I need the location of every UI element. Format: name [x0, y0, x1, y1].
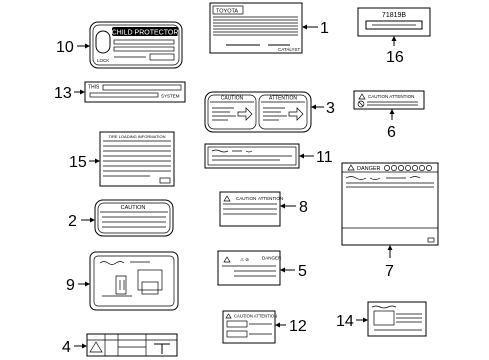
- part-number-1: 1: [320, 20, 329, 37]
- label-3-caution-text: CAUTION: [221, 96, 244, 102]
- part-number-11: 11: [316, 149, 333, 166]
- label-5-danger-text: DANGER: [262, 256, 282, 261]
- label-9-pictogram: [89, 251, 179, 311]
- part-number-2: 2: [68, 213, 77, 230]
- part-number-10: 10: [56, 39, 74, 56]
- label-1-toyota-text: TOYOTA: [216, 9, 238, 15]
- label-13-system-text: SYSTEM: [161, 94, 180, 99]
- label-8-caution-attention: CAUTION ATTENTION: [219, 191, 283, 227]
- label-13-this-system: THIS SYSTEM: [84, 81, 186, 103]
- label-16-71819b: 71819B: [357, 7, 431, 37]
- part-number-3: 3: [326, 100, 335, 117]
- part-number-5: 5: [298, 263, 307, 280]
- part-number-16: 16: [386, 49, 404, 66]
- label-2-caution: CAUTION: [94, 199, 174, 237]
- label-4: [86, 333, 178, 357]
- part-number-12: 12: [289, 318, 307, 335]
- label-13-this-text: THIS: [88, 85, 100, 91]
- label-8-attention-text: ATTENTION: [258, 196, 283, 201]
- part-number-13: 13: [54, 85, 72, 102]
- part-number-9: 9: [66, 277, 75, 294]
- label-1-catalyst-text: CATALYST: [278, 47, 301, 52]
- part-number-6: 6: [387, 124, 396, 141]
- label-7-danger: DANGER: [341, 162, 439, 246]
- label-15-title: TIRE LOADING INFORMATION: [108, 134, 165, 139]
- label-11: [204, 143, 300, 169]
- label-5-danger: ⚠ ⊘ DANGER: [217, 250, 282, 286]
- label-15-tire-loading: TIRE LOADING INFORMATION: [99, 131, 175, 187]
- label-14: [367, 301, 427, 337]
- part-number-14: 14: [336, 313, 354, 330]
- label-6-caution-attention: CAUTION ATTENTION: [353, 90, 425, 110]
- label-12-text: CAUTION ATTENTION: [234, 314, 277, 319]
- label-12-caution-attention: CAUTION ATTENTION: [222, 310, 277, 344]
- part-number-7: 7: [385, 263, 394, 280]
- label-10-child-protector: CHILD PROTECTOR LOCK: [89, 21, 183, 69]
- label-10-lock-text: LOCK: [97, 58, 109, 63]
- label-3-attention-text: ATTENTION: [269, 96, 297, 102]
- part-number-15: 15: [69, 154, 87, 171]
- label-8-caution-text: CAUTION: [236, 196, 256, 201]
- label-5-icons: ⚠ ⊘: [240, 257, 249, 262]
- label-1-catalyst: TOYOTA CATALYST: [209, 2, 303, 54]
- part-number-4: 4: [62, 339, 71, 356]
- label-10-title: CHILD PROTECTOR: [112, 30, 179, 37]
- part-number-8: 8: [299, 199, 308, 216]
- label-7-danger-text: DANGER: [357, 166, 381, 172]
- label-16-code-text: 71819B: [382, 12, 406, 19]
- label-3-caution-attention: CAUTION ATTENTION: [204, 91, 312, 133]
- label-6-text: CAUTION ATTENTION: [368, 94, 414, 99]
- label-2-caution-text: CAUTION: [121, 205, 146, 211]
